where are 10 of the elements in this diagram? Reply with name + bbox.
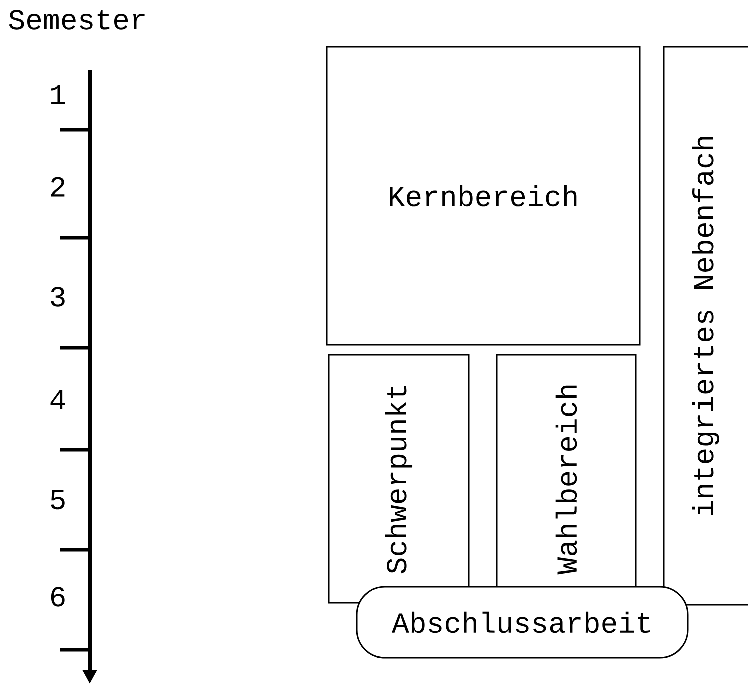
area-box: Kernbereich (326, 46, 641, 346)
semester-number: 3 (51, 287, 65, 307)
semester-number: 4 (50, 390, 66, 410)
rounded-box: Abschlussarbeit (356, 586, 689, 659)
semester-number: 5 (51, 490, 65, 510)
semester-number: 2 (51, 177, 65, 197)
area-box: integriertes Nebenfach (663, 46, 748, 606)
semester-number: 6 (51, 587, 65, 607)
axis-title: Semester (9, 10, 145, 30)
semester-number: 1 (51, 85, 66, 105)
